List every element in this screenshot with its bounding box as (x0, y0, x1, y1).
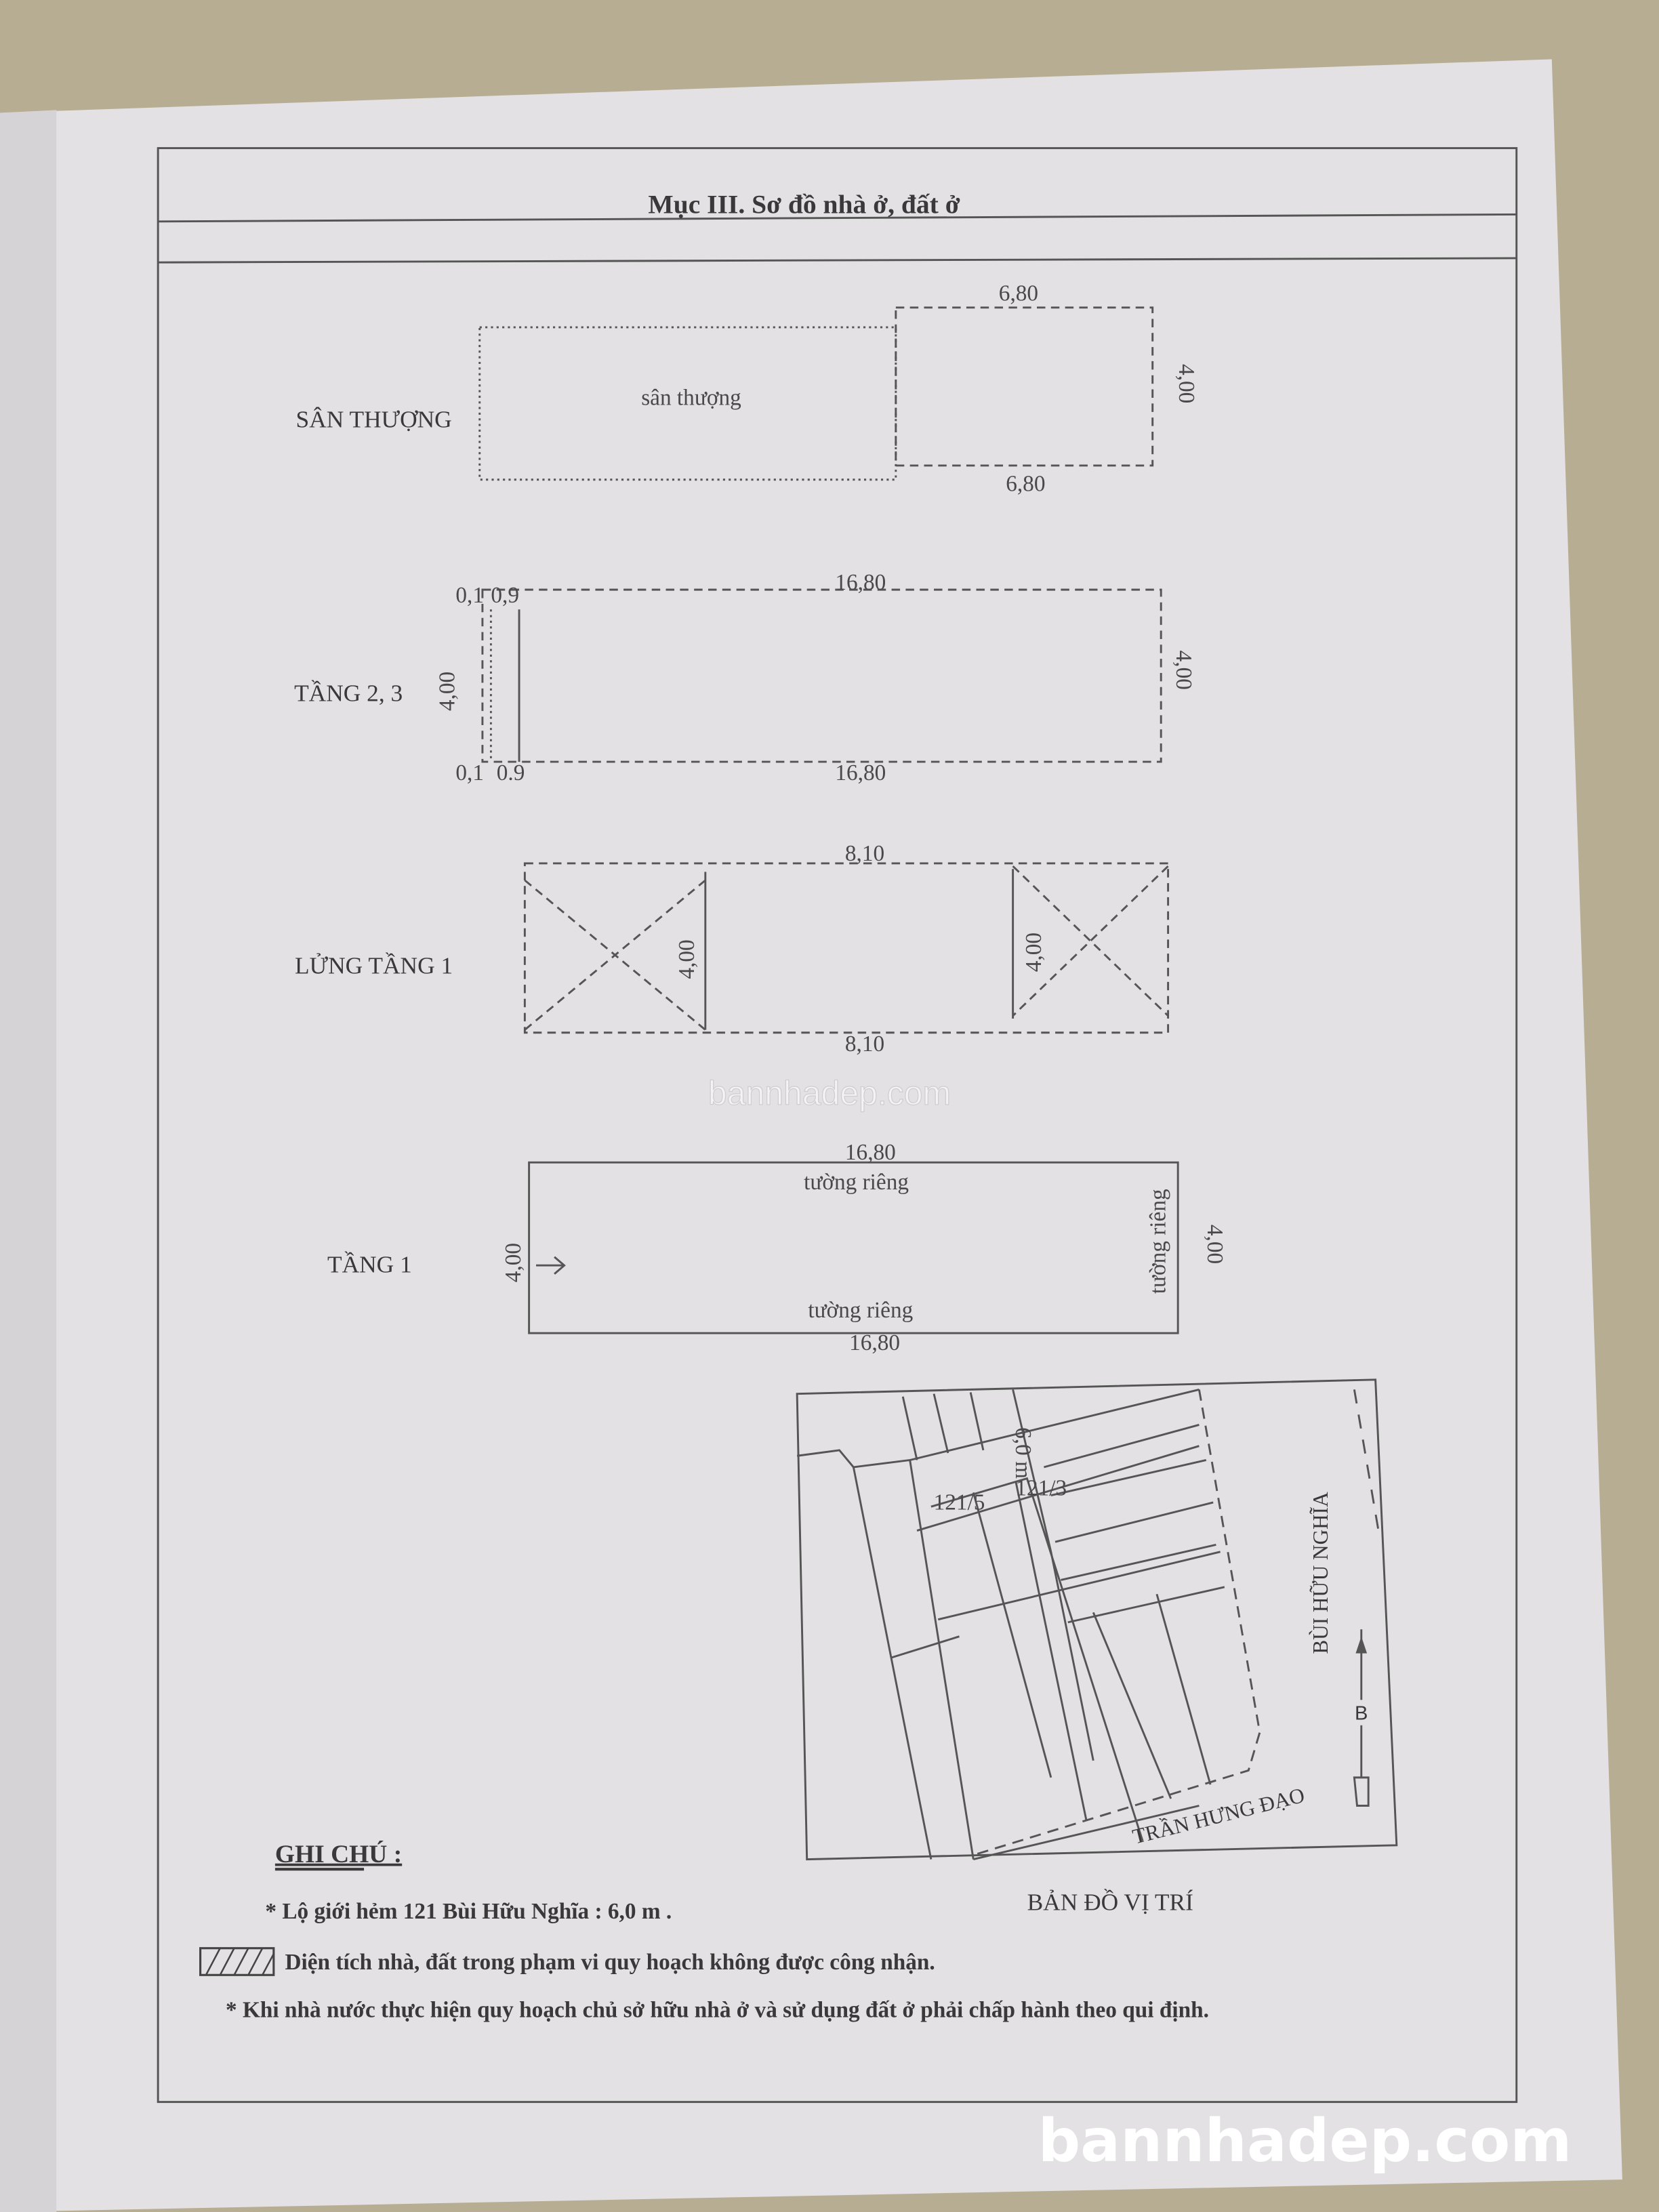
floor-label: SÂN THƯỢNG (296, 406, 452, 433)
dimension: 0.9 (497, 760, 525, 785)
dimension-bottom: 8,10 (845, 1031, 884, 1057)
note-road-boundary: * Lộ giới hẻm 121 Bùi Hữu Nghĩa : 6,0 m … (265, 1899, 672, 1924)
dimension: 0,1 (455, 583, 484, 608)
page-frame (157, 147, 1518, 2104)
header-divider (158, 213, 1517, 223)
note-hatch-legend: Diện tích nhà, đất trong phạm vi quy hoạ… (285, 1950, 935, 1975)
floor-plan-lung-tang-1: LỬNG TẦNG 1 8,10 8,10 4,00 4,00 (295, 841, 1170, 1057)
area-label: sân thượng (641, 385, 741, 410)
room-outline (895, 306, 1154, 467)
watermark-center: bannhadep.com (708, 1074, 951, 1112)
floor-outline (528, 1161, 1179, 1334)
floor-label: LỬNG TẦNG 1 (295, 951, 453, 979)
notes-heading: GHI CHÚ : (275, 1840, 402, 1868)
wall-label: tường riêng (808, 1298, 913, 1323)
arrow-label-bg (1350, 1700, 1373, 1725)
dimension-bottom: 6,80 (1006, 471, 1045, 496)
dimension-left: 4,00 (501, 1243, 526, 1282)
dimension-right: 4,00 (1171, 651, 1196, 690)
header-divider-2 (158, 257, 1517, 264)
floor-label: TẦNG 1 (327, 1251, 412, 1278)
dimension: 4,00 (1021, 933, 1046, 972)
floor-plan-san-thuong: SÂN THƯỢNG sân thượng 6,80 6,80 4,00 (296, 281, 1200, 496)
parcel-number: 121/5 (934, 1490, 985, 1515)
entrance-arrow-icon (536, 1256, 566, 1275)
floor-label: TẦNG 2, 3 (294, 680, 403, 707)
parcel-number: 121/3 (1015, 1476, 1067, 1501)
dimension-top: 16,80 (835, 570, 886, 595)
floor-plan-tang-2-3: TẦNG 2, 3 0,1 0,9 0,1 0.9 16,80 16,80 4,… (294, 570, 1196, 785)
compass-base-icon (1353, 1776, 1370, 1807)
north-label: B (1355, 1703, 1368, 1725)
hatch-legend-icon (199, 1947, 275, 1976)
note-planning-compliance: * Khi nhà nước thực hiện quy hoạch chủ s… (226, 1998, 1209, 2023)
floor-outline (481, 588, 1162, 763)
paper-fold (0, 110, 57, 2212)
dimension: 4,00 (674, 939, 699, 979)
dimension-bottom: 16,80 (849, 1330, 900, 1355)
map-title: BẢN ĐỒ VỊ TRÍ (1027, 1888, 1193, 1916)
north-arrow-icon (1355, 1636, 1368, 1654)
wall-label: tường riêng (1145, 1189, 1170, 1294)
dimension: 0,9 (491, 583, 519, 608)
notes-section: GHI CHÚ : * Lộ giới hẻm 121 Bùi Hữu Nghĩ… (199, 1840, 1209, 2023)
wall-label: tường riêng (804, 1170, 909, 1195)
watermark-corner: bannhadep.com (1038, 2106, 1572, 2175)
dimension-top: 16,80 (845, 1140, 896, 1165)
page-title: Mục III. Sơ đồ nhà ở, đất ở (648, 189, 960, 219)
dimension-right: 4,00 (1174, 364, 1199, 403)
floor-plan-tang-1: TẦNG 1 16,80 16,80 tường riêng tường riê… (327, 1140, 1227, 1355)
map-frame (796, 1378, 1398, 1861)
dimension-left: 4,00 (434, 672, 459, 711)
dimension-top: 6,80 (999, 281, 1038, 306)
parcel-lines (796, 1388, 1381, 1861)
street-label-bui-huu-nghia: BÙI HỮU NGHĨA (1309, 1492, 1332, 1654)
dimension: 0,1 (455, 760, 484, 785)
void-cross-left (524, 879, 706, 1031)
alley-width-label: 6,0 m (1010, 1427, 1036, 1479)
dimension-right: 4,00 (1202, 1225, 1227, 1264)
paper-sheet (0, 59, 1622, 2212)
dimension-top: 8,10 (845, 841, 884, 866)
floor-outline (523, 862, 1170, 1034)
dimension-bottom: 16,80 (835, 760, 886, 785)
void-cross-right (1012, 865, 1169, 1017)
